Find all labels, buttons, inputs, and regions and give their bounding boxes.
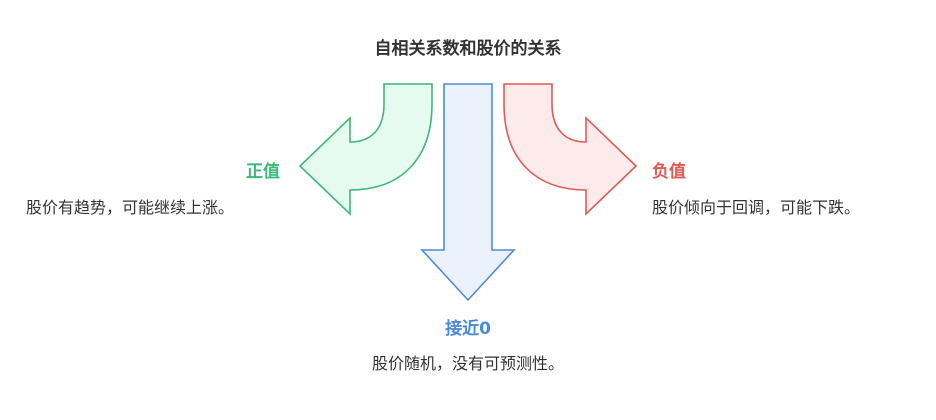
zero-description: 股价随机，没有可预测性。: [371, 354, 564, 373]
negative-arrow: [503, 83, 638, 216]
zero-label: 接近0: [445, 319, 491, 339]
positive-description: 股价有趋势，可能继续上涨。: [26, 198, 235, 217]
positive-label: 正值: [246, 162, 280, 182]
zero-arrow: [420, 83, 516, 302]
negative-label: 负值: [652, 162, 686, 182]
negative-description: 股价倾向于回调，可能下跌。: [652, 198, 861, 217]
positive-arrow: [298, 83, 433, 216]
diagram-title: 自相关系数和股价的关系: [374, 39, 562, 59]
